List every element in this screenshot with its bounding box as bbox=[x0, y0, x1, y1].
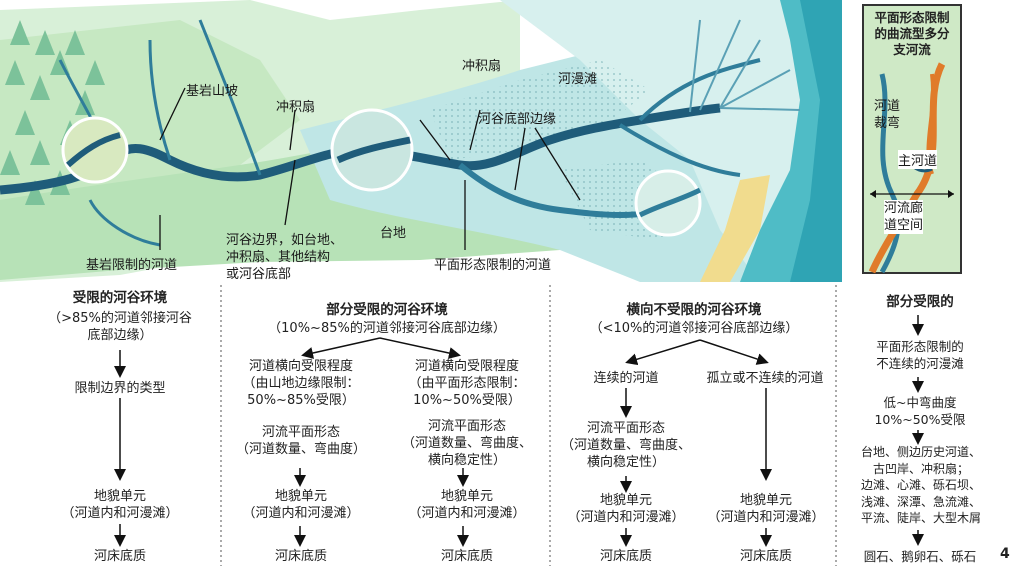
label-bedrock-slope: 基岩山坡 bbox=[186, 84, 239, 99]
partly-right-lateral-confinement: 河道横向受限程度 （由平面形态限制： 10%~50%受限） bbox=[408, 359, 526, 408]
example-sinuosity: 低~中弯曲度 10%~50%受限 bbox=[874, 395, 966, 427]
label-planform-confined-channel: 平面形态限制的河道 bbox=[434, 258, 552, 273]
confined-step-bed-material: 河床底质 bbox=[93, 549, 146, 564]
delta-channels bbox=[689, 19, 801, 113]
partly-left-geomorphic-units: 地貌单元 （河道内和河漫滩） bbox=[242, 489, 360, 521]
label-terrace: 台地 bbox=[380, 226, 407, 241]
callout-circle-1 bbox=[61, 116, 129, 184]
valley-map bbox=[0, 0, 842, 282]
partly-right-bed-material: 河床底质 bbox=[440, 549, 493, 564]
partly-subtitle: （10%~85%的河道邻接河谷底部边缘） bbox=[268, 321, 506, 336]
example-floodplain: 平面形态限制的 不连续的河漫滩 bbox=[876, 339, 964, 371]
inset-title: 平面形态限制 的曲流型多分 支河流 bbox=[874, 10, 950, 57]
partly-right-planform: 河流平面形态 （河道数量、弯曲度、 横向稳定性） bbox=[401, 419, 532, 468]
unconfined-title: 横向不受限的河谷环境 bbox=[626, 302, 762, 318]
label-fan-2: 冲积扇 bbox=[462, 59, 502, 74]
confined-subtitle: （>85%的河道邻接河谷 底部边缘） bbox=[48, 311, 192, 343]
beach bbox=[700, 175, 770, 282]
example-geomorphic-units: 台地、侧边历史河道、 古凹岸、冲积扇； 边滩、心滩、砾石坝、 浅滩、深潭、急流滩… bbox=[860, 445, 981, 525]
example-title: 部分受限的 bbox=[886, 294, 954, 310]
label-valley-margin: 河谷边界，如台地、 冲积扇、其他结构 或河谷底部 bbox=[226, 233, 344, 282]
leader-lines bbox=[159, 87, 581, 250]
confined-step-geomorphic-units: 地貌单元 （河道内和河漫滩） bbox=[61, 489, 179, 521]
confined-step-boundary-type: 限制边界的类型 bbox=[74, 381, 166, 396]
unconfined-left-bed-material: 河床底质 bbox=[599, 549, 652, 564]
inset-label-corridor: 河流廊 道空间 bbox=[884, 200, 924, 234]
figure-number: 4 bbox=[1000, 546, 1010, 562]
label-fan-1: 冲积扇 bbox=[276, 100, 316, 115]
unconfined-left-geomorphic-units: 地貌单元 （河道内和河漫滩） bbox=[567, 493, 685, 525]
confined-title: 受限的河谷环境 bbox=[72, 290, 168, 306]
unconfined-continuous-channel: 连续的河道 bbox=[593, 371, 659, 386]
label-bedrock-confined-channel: 基岩限制的河道 bbox=[86, 258, 178, 273]
partly-left-lateral-confinement: 河道横向受限程度 （由山地边缘限制： 50%~85%受限） bbox=[242, 359, 360, 408]
partly-title: 部分受限的河谷环境 bbox=[326, 302, 448, 318]
label-floodplain: 河漫滩 bbox=[558, 72, 598, 87]
example-bed-material: 圆石、鹅卵石、砾石 bbox=[863, 549, 977, 564]
partly-left-bed-material: 河床底质 bbox=[274, 549, 327, 564]
partly-left-planform: 河流平面形态 （河道数量、弯曲度） bbox=[235, 425, 366, 457]
unconfined-right-bed-material: 河床底质 bbox=[739, 549, 792, 564]
inset-label-main-channel: 主河道 bbox=[898, 150, 938, 169]
unconfined-discontinuous-channel: 孤立或不连续的河道 bbox=[706, 371, 824, 386]
unconfined-subtitle: （<10%的河道邻接河谷底部边缘） bbox=[589, 321, 799, 336]
unconfined-right-geomorphic-units: 地貌单元 （河道内和河漫滩） bbox=[707, 493, 825, 525]
partly-right-geomorphic-units: 地貌单元 （河道内和河漫滩） bbox=[408, 489, 526, 521]
unconfined-planform: 河流平面形态 （河道数量、弯曲度、 横向稳定性） bbox=[560, 421, 691, 470]
label-valley-bottom-margin: 河谷底部边缘 bbox=[478, 112, 557, 127]
inset-label-cutoff: 河道 裁弯 bbox=[874, 99, 901, 131]
